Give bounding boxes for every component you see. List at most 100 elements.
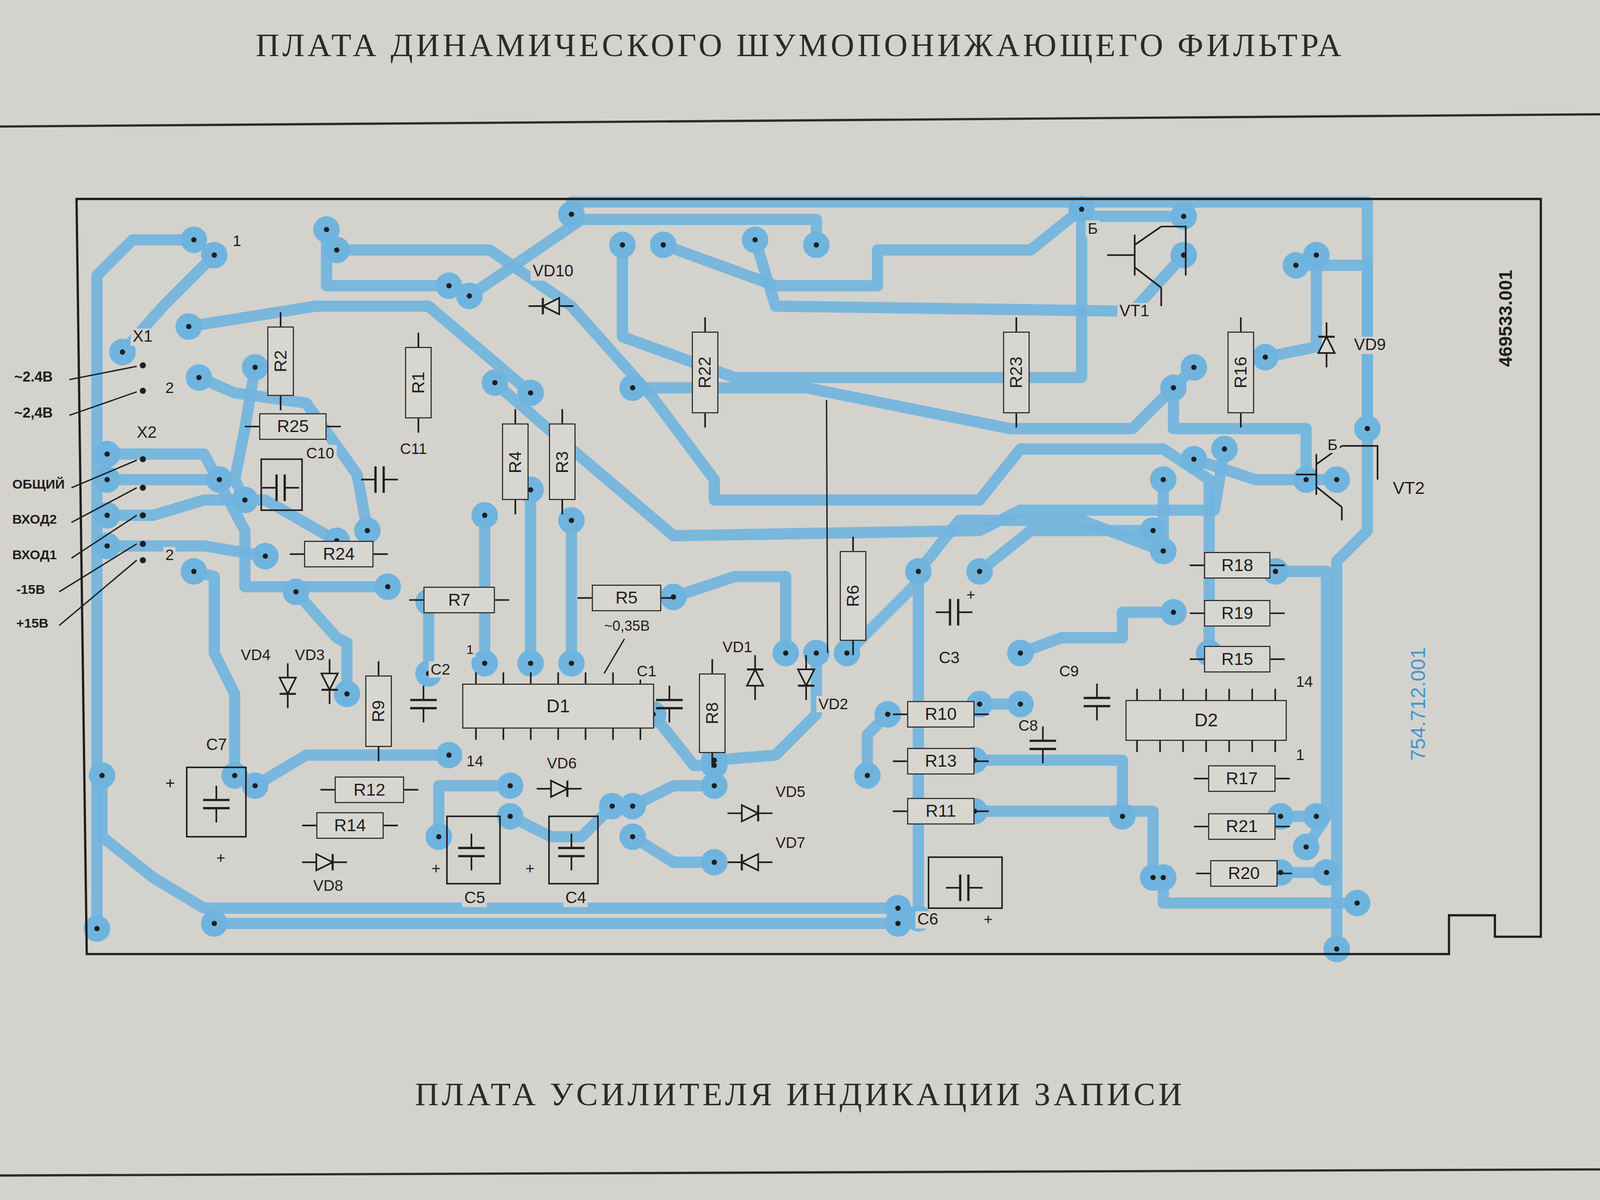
component-lead [639, 728, 642, 740]
solder-pad [200, 241, 228, 268]
solder-pad [206, 466, 233, 493]
resistor-box: R22 [691, 331, 718, 414]
component-lead [1189, 658, 1205, 661]
drill-hole [915, 568, 922, 575]
copper-trace [199, 377, 368, 531]
drill-hole [1119, 813, 1125, 819]
part-label: C6 [915, 911, 941, 929]
drill-hole [1160, 875, 1166, 881]
copper-trace [663, 209, 1082, 286]
solder-pad [803, 231, 830, 258]
component-lead [852, 536, 854, 552]
component-lead [279, 312, 282, 327]
drill-hole [293, 589, 299, 595]
solder-pad [333, 680, 361, 708]
part-label: C2 [428, 661, 453, 678]
solder-pad [660, 583, 687, 611]
resistor-box: R3 [549, 423, 576, 500]
pin-label: -15В [14, 582, 48, 597]
component-lead [612, 672, 615, 684]
copper-trace [214, 917, 899, 930]
solder-pad [1007, 690, 1034, 718]
part-label: VD5 [773, 783, 808, 800]
drill-hole [885, 711, 891, 718]
part-label: VD10 [530, 263, 576, 281]
connector-pins [139, 362, 147, 564]
solder-pad [435, 741, 462, 768]
component-lead [612, 728, 615, 740]
component-lead [1270, 564, 1286, 567]
resistor-box: R23 [1003, 331, 1030, 414]
drill-hole [1262, 354, 1268, 360]
drill-hole [1160, 548, 1166, 554]
ic-box: D1 [462, 683, 654, 729]
component-lead [561, 409, 564, 424]
component-lead [377, 661, 380, 676]
resistor-box: R11 [907, 797, 975, 825]
component-lead [1228, 740, 1231, 753]
component-lead [1189, 564, 1205, 567]
part-label: VT2 [1390, 479, 1427, 498]
copper-trace [1020, 612, 1174, 654]
drill-hole [191, 237, 197, 243]
resistor-box: R7 [423, 586, 496, 614]
part-label: R20 [1228, 864, 1261, 883]
component-lead [1159, 688, 1161, 700]
solder-pad [252, 542, 279, 570]
resistor-box: R5 [591, 584, 661, 611]
drill-hole [196, 375, 202, 381]
copper-trace [525, 489, 537, 664]
capacitor-symbols [186, 459, 1111, 909]
component-lead [1270, 658, 1286, 661]
drill-hole [262, 553, 268, 559]
drill-hole [1293, 262, 1299, 268]
resistor-box: R9 [365, 675, 392, 747]
solder-pad [1007, 639, 1034, 667]
drill-hole [1303, 844, 1309, 850]
drawing-number: 754.712.001 [1407, 645, 1429, 763]
component-lead [1196, 872, 1211, 875]
board-outline [76, 199, 1541, 955]
capacitor-symbol [935, 599, 973, 626]
solder-pad [1353, 415, 1381, 442]
component-lead [377, 746, 380, 762]
component-lead [475, 728, 477, 740]
diode-symbols [279, 297, 1335, 871]
diode-symbol [1318, 322, 1335, 368]
part-label: VD8 [311, 877, 346, 894]
drill-hole [334, 247, 340, 253]
polarity-mark: + [981, 911, 995, 928]
resistor-box: R20 [1210, 860, 1278, 887]
pin-number: 14 [1293, 673, 1315, 690]
component-lead [584, 728, 587, 740]
component-lead [1274, 740, 1277, 753]
solder-pad [772, 639, 799, 667]
drill-hole [119, 349, 125, 355]
component-lead [529, 672, 532, 684]
part-label: R21 [1225, 817, 1258, 836]
part-label: R12 [353, 781, 386, 799]
part-label: C9 [1057, 663, 1081, 680]
part-label: R1 [409, 371, 428, 394]
drill-hole [104, 476, 110, 483]
component-lead [502, 672, 505, 684]
component-lead [244, 425, 260, 428]
component-lead [852, 640, 854, 656]
diode-symbol [746, 655, 764, 700]
drill-hole [104, 512, 110, 518]
component-lead [494, 599, 510, 601]
drill-hole [844, 650, 850, 656]
component-lead [502, 728, 505, 740]
part-label: C11 [397, 440, 429, 458]
solder-pad [1180, 353, 1208, 381]
capacitor-symbol [558, 833, 585, 871]
component-lead [475, 672, 477, 684]
copper-trace [565, 520, 578, 664]
solder-pad [803, 639, 830, 667]
part-label: VD6 [544, 755, 579, 772]
solder-pad [1160, 599, 1187, 626]
polarity-mark: + [163, 775, 177, 793]
solder-pad [200, 910, 228, 937]
drill-hole [364, 528, 371, 534]
